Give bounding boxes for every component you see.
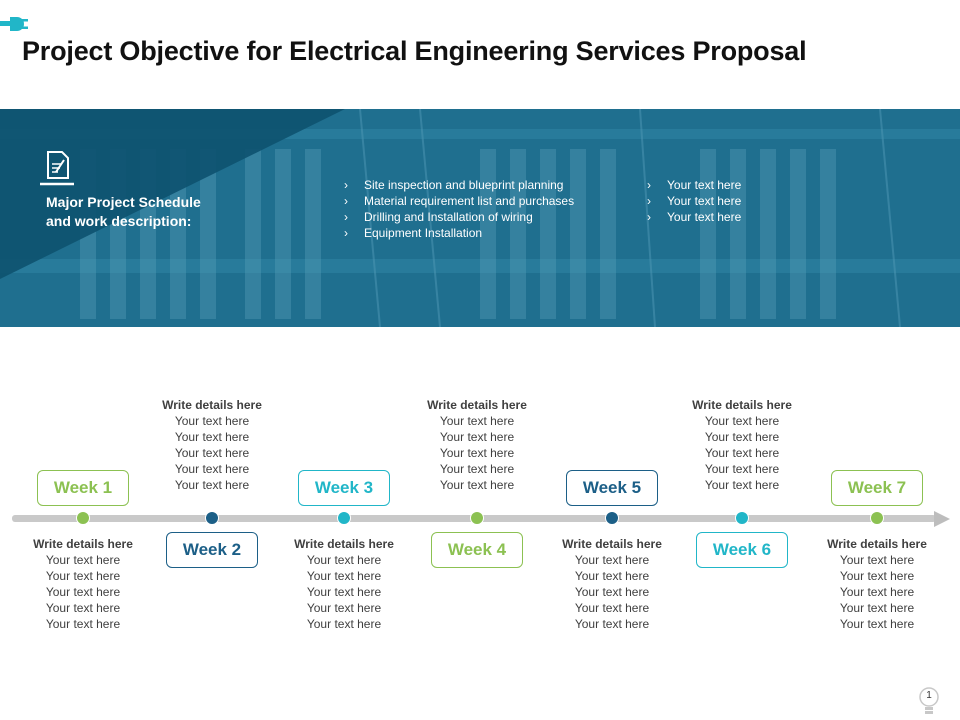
details-line: Your text here — [839, 617, 915, 631]
timeline-dot — [76, 511, 90, 525]
chevron-right-icon: › — [344, 194, 348, 208]
banner-heading: Major Project Schedule and work descript… — [46, 193, 246, 231]
details-line: Your text here — [704, 446, 780, 460]
details-line: Your text here — [174, 462, 250, 476]
week-2-label: Week 2 — [166, 532, 258, 568]
week-6-label: Week 6 — [696, 532, 788, 568]
timeline-dot — [337, 511, 351, 525]
details-line: Your text here — [174, 446, 250, 460]
details-line: Your text here — [306, 569, 382, 583]
details-line: Your text here — [45, 585, 121, 599]
details-heading: Write details here — [162, 398, 262, 412]
chevron-right-icon: › — [344, 210, 348, 224]
details-line: Your text here — [174, 414, 250, 428]
banner-heading-line2: and work description: — [46, 213, 192, 229]
details-line: Your text here — [574, 553, 650, 567]
details-line: Your text here — [174, 430, 250, 444]
document-edit-icon — [40, 151, 74, 186]
banner-background — [0, 109, 960, 327]
placeholder-list: ›Your text here ›Your text here ›Your te… — [647, 177, 741, 225]
list-item: ›Your text here — [647, 178, 742, 192]
details-heading: Write details here — [33, 537, 133, 551]
plug-icon — [0, 17, 28, 31]
week-3-label: Week 3 — [298, 470, 390, 506]
week-1-label: Week 1 — [37, 470, 129, 506]
page-title: Project Objective for Electrical Enginee… — [22, 36, 807, 66]
list-item: ›Drilling and Installation of wiring — [344, 210, 533, 224]
list-item: ›Your text here — [647, 210, 742, 224]
details-line: Your text here — [704, 478, 780, 492]
week-7-label: Week 7 — [831, 470, 923, 506]
timeline-dot — [870, 511, 884, 525]
details-heading: Write details here — [562, 537, 662, 551]
timeline-dot — [605, 511, 619, 525]
details-heading: Write details here — [427, 398, 527, 412]
schedule-list: ›Site inspection and blueprint planning … — [344, 177, 574, 241]
details-line: Your text here — [439, 478, 515, 492]
details-line: Your text here — [574, 585, 650, 599]
page-number: 1 — [926, 690, 932, 701]
lightbulb-icon — [919, 687, 939, 714]
chevron-right-icon: › — [647, 178, 651, 192]
list-item: ›Equipment Installation — [344, 226, 483, 240]
details-line: Your text here — [574, 617, 650, 631]
chevron-right-icon: › — [647, 210, 651, 224]
details-line: Your text here — [574, 601, 650, 615]
chevron-right-icon: › — [344, 226, 348, 240]
details-line: Your text here — [839, 601, 915, 615]
timeline-dot — [735, 511, 749, 525]
details-line: Your text here — [439, 414, 515, 428]
chevron-right-icon: › — [647, 194, 651, 208]
details-line: Your text here — [306, 585, 382, 599]
details-line: Your text here — [45, 569, 121, 583]
details-line: Your text here — [839, 569, 915, 583]
details-line: Your text here — [439, 430, 515, 444]
details-line: Your text here — [306, 601, 382, 615]
details-line: Your text here — [306, 617, 382, 631]
details-line: Your text here — [45, 617, 121, 631]
details-line: Your text here — [439, 462, 515, 476]
hero-banner: Major Project Schedule and work descript… — [0, 109, 960, 327]
details-heading: Write details here — [692, 398, 792, 412]
details-line: Your text here — [45, 553, 121, 567]
details-line: Your text here — [439, 446, 515, 460]
timeline-dot — [470, 511, 484, 525]
details-line: Your text here — [45, 601, 121, 615]
timeline-dot — [205, 511, 219, 525]
chevron-right-icon: › — [344, 178, 348, 192]
week-4-label: Week 4 — [431, 532, 523, 568]
week-5-label: Week 5 — [566, 470, 658, 506]
details-heading: Write details here — [827, 537, 927, 551]
details-line: Your text here — [174, 478, 250, 492]
details-line: Your text here — [306, 553, 382, 567]
details-line: Your text here — [574, 569, 650, 583]
list-item: ›Site inspection and blueprint planning — [344, 178, 564, 192]
details-line: Your text here — [704, 430, 780, 444]
details-line: Your text here — [704, 462, 780, 476]
details-heading: Write details here — [294, 537, 394, 551]
details-line: Your text here — [704, 414, 780, 428]
banner-heading-line1: Major Project Schedule — [46, 194, 201, 210]
details-line: Your text here — [839, 553, 915, 567]
details-line: Your text here — [839, 585, 915, 599]
timeline-arrow-icon — [934, 511, 950, 527]
list-item: ›Your text here — [647, 194, 742, 208]
list-item: ›Material requirement list and purchases — [344, 194, 575, 208]
